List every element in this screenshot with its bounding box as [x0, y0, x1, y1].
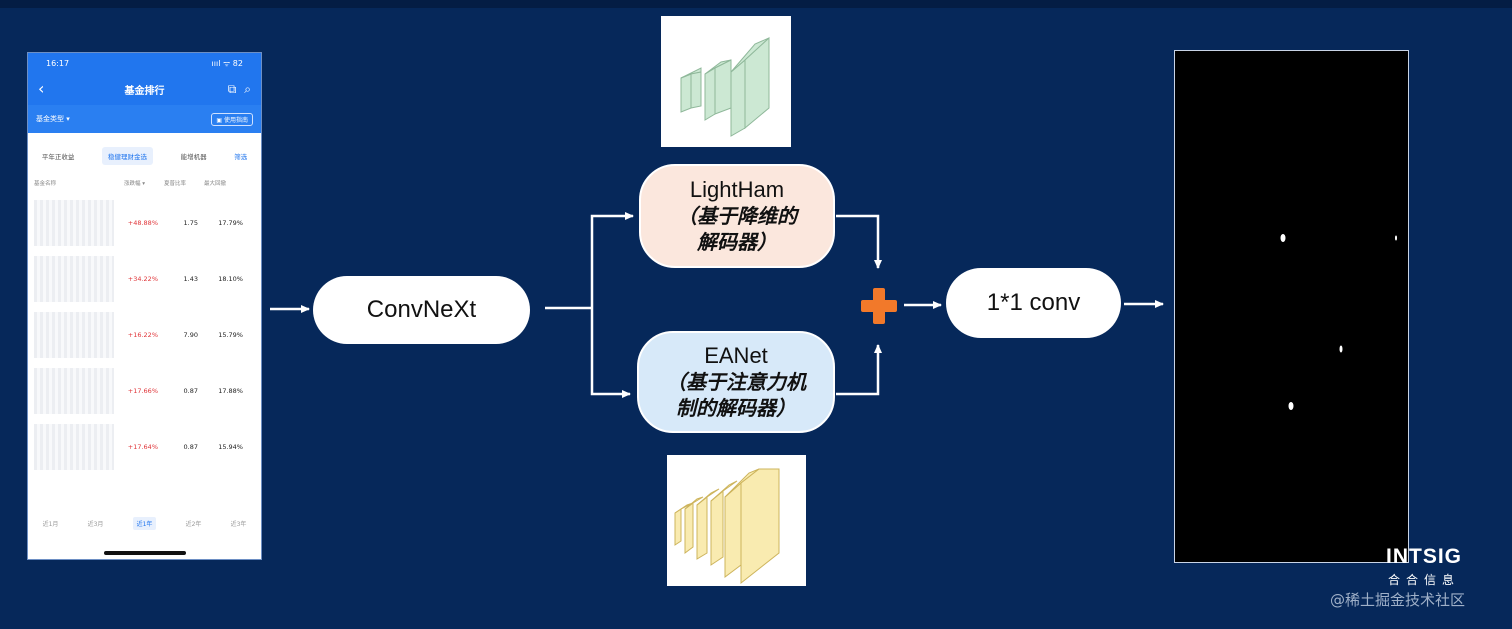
period-tab: 近1月 — [42, 520, 59, 528]
phone-period-tabs: 近1月 近3月 近1年 近2年 近3年 — [28, 513, 261, 533]
blurred-fund-name — [34, 424, 114, 470]
phone-tab: 能增机器 — [180, 153, 207, 161]
arrow-lightham-to-sum — [836, 214, 882, 269]
lightham-title: LightHam — [689, 177, 785, 202]
drawdown-cell: 15.94% — [218, 443, 243, 451]
phone-tab: 平年正收益 — [41, 153, 75, 161]
sharpe-cell: 7.90 — [183, 331, 198, 339]
phone-nav-bar: ‹ 基金排行 ⧉ ⌕ — [28, 73, 261, 105]
sharpe-cell: 0.87 — [183, 443, 198, 451]
phone-status-time: 16:17 — [46, 58, 70, 68]
phone-nav-icons: ⧉ ⌕ — [228, 82, 251, 97]
period-tab-selected: 近1年 — [132, 516, 157, 530]
col-header: 夏普比率 — [164, 181, 187, 187]
eanet-title: EANet — [704, 343, 768, 368]
phone-tabs: 平年正收益 稳健理财金选 能增机器 筛选 — [28, 141, 261, 171]
watermark: @稀土掘金技术社区 — [1330, 591, 1466, 609]
mask-blobs — [1280, 234, 1397, 410]
period-tab: 近3月 — [87, 520, 104, 528]
brand-name: INTSIG — [1386, 545, 1463, 568]
lightham-desc-line2: 解码器） — [697, 230, 777, 254]
change-cell: +17.66% — [127, 387, 158, 395]
drawdown-cell: 15.79% — [218, 331, 243, 339]
arrow-to-lightham — [590, 212, 634, 308]
drawdown-cell: 17.79% — [218, 219, 243, 227]
arrow-to-eanet — [590, 308, 631, 398]
change-cell: +34.22% — [127, 275, 158, 283]
period-tab: 近2年 — [185, 520, 202, 528]
search-icon: ⌕ — [244, 81, 251, 96]
period-tab: 近3年 — [230, 520, 247, 528]
mask-blob — [1280, 234, 1286, 242]
phone-page-title: 基金排行 — [124, 85, 165, 97]
lightham-desc-line1: （基于降维的 — [677, 204, 797, 228]
yellow-layer-stack-icon — [674, 468, 780, 585]
table-row: +16.22% 7.90 15.79% — [28, 307, 261, 363]
input-phone-screenshot: 16:17 ıııl ᯤ 82 ‹ 基金排行 ⧉ ⌕ 基金类型 ▾ ▣ 使用指南… — [27, 52, 262, 560]
col-header: 基金名称 — [34, 181, 57, 187]
brand-subtitle: 合合信息 — [1388, 573, 1461, 587]
intsig-logo: INTSIG 合合信息 — [1386, 545, 1462, 588]
change-cell: +17.64% — [127, 443, 158, 451]
col-header: 涨跌幅 ▾ — [124, 181, 146, 187]
phone-tab-filter: 筛选 — [234, 153, 248, 161]
convnext-node: ConvNeXt — [313, 276, 530, 344]
guide-tag: ▣ 使用指南 — [211, 112, 253, 126]
table-row: +34.22% 1.43 18.10% — [28, 251, 261, 307]
eanet-layers-thumbnail — [667, 455, 806, 586]
share-icon: ⧉ — [227, 81, 237, 96]
sharpe-cell: 0.87 — [183, 387, 198, 395]
arrow-eanet-to-sum — [836, 344, 882, 396]
phone-status-icons: ıııl ᯤ 82 — [211, 58, 243, 68]
mask-blob — [1339, 345, 1343, 353]
change-cell: +16.22% — [127, 331, 158, 339]
blurred-fund-name — [34, 256, 114, 302]
phone-table-rows: +48.88% 1.75 17.79% +34.22% 1.43 18.10% … — [28, 195, 261, 475]
eanet-desc-line1: （基于注意力机 — [666, 370, 806, 394]
top-band — [0, 0, 1512, 8]
home-indicator — [104, 551, 186, 555]
table-row: +48.88% 1.75 17.79% — [28, 195, 261, 251]
eanet-node: EANet （基于注意力机 制的解码器） — [637, 331, 835, 433]
sum-plus-icon — [861, 288, 897, 324]
mask-blob — [1395, 235, 1397, 241]
col-header: 最大回撤 — [204, 181, 227, 187]
eanet-desc-line2: 制的解码器） — [676, 396, 796, 420]
mask-blob — [1288, 402, 1294, 410]
back-chevron-icon: ‹ — [38, 79, 45, 98]
sharpe-cell: 1.43 — [183, 275, 198, 283]
green-layer-stack-icon — [680, 36, 770, 137]
phone-table-header: 基金名称 涨跌幅 ▾ 夏普比率 最大回撤 — [28, 171, 261, 195]
blurred-fund-name — [34, 312, 114, 358]
drawdown-cell: 18.10% — [218, 275, 243, 283]
lightham-layers-thumbnail — [661, 16, 791, 147]
phone-filter-bar: 基金类型 ▾ ▣ 使用指南 — [28, 105, 261, 133]
table-row: +17.64% 0.87 15.94% — [28, 419, 261, 475]
blurred-fund-name — [34, 368, 114, 414]
blurred-fund-name — [34, 200, 114, 246]
table-row: +17.66% 0.87 17.88% — [28, 363, 261, 419]
output-mask-image — [1174, 50, 1409, 563]
phone-tab-active: 稳健理财金选 — [101, 147, 153, 165]
change-cell: +48.88% — [127, 219, 158, 227]
fund-type-filter: 基金类型 ▾ — [36, 115, 70, 123]
sharpe-cell: 1.75 — [183, 219, 198, 227]
conv1x1-node: 1*1 conv — [946, 268, 1121, 338]
lightham-node: LightHam （基于降维的 解码器） — [639, 164, 835, 268]
drawdown-cell: 17.88% — [218, 387, 243, 395]
phone-status-bar: 16:17 ıııl ᯤ 82 — [28, 53, 261, 73]
